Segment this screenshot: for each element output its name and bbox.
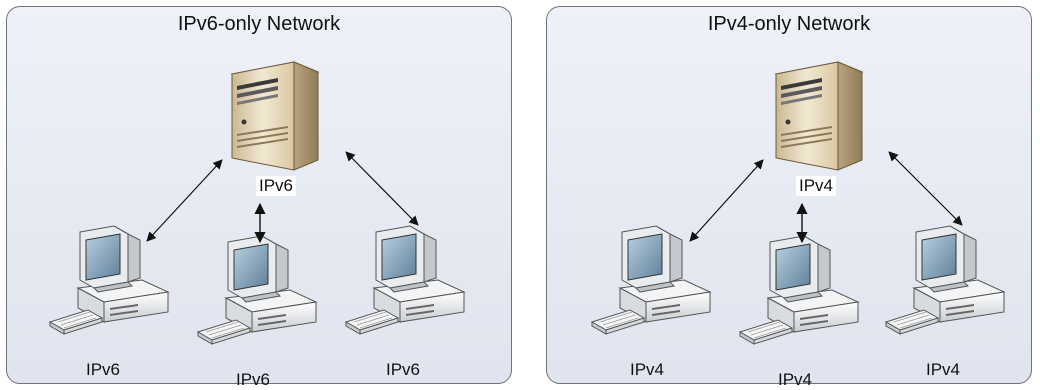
desktop-computer-icon xyxy=(345,225,465,335)
server-label: IPv6 xyxy=(256,176,297,196)
client-label: IPv4 xyxy=(630,360,665,379)
link-arrow xyxy=(888,151,963,226)
link-arrow xyxy=(345,151,419,226)
desktop-computer-icon xyxy=(885,225,1005,335)
server-label: IPv4 xyxy=(796,176,837,196)
client-label: IPv4 xyxy=(778,370,813,389)
server-tower-icon xyxy=(775,61,863,171)
desktop-computer-icon xyxy=(591,225,711,335)
client-label: IPv4 xyxy=(926,360,961,379)
link-arrow xyxy=(146,159,223,242)
client-label: IPv6 xyxy=(86,360,121,379)
desktop-computer-icon xyxy=(197,235,317,345)
desktop-computer-icon xyxy=(49,225,169,335)
link-arrow xyxy=(689,159,764,242)
desktop-computer-icon xyxy=(739,235,859,345)
server-tower-icon xyxy=(231,61,319,171)
panel-title: IPv4-only Network xyxy=(707,13,871,35)
client-label: IPv6 xyxy=(236,370,271,389)
panel-title: IPv6-only Network xyxy=(177,13,341,35)
client-label: IPv6 xyxy=(386,360,421,379)
